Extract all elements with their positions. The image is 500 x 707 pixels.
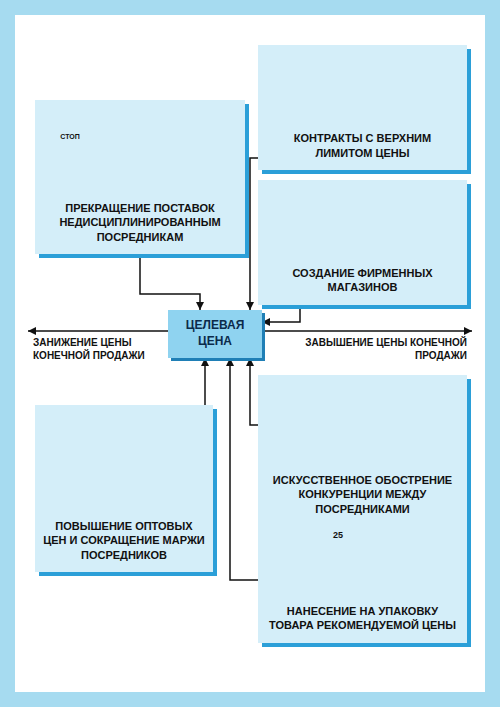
box-text: ПОВЫШЕНИЕ ОПТОВЫХ ЦЕН И СОКРАЩЕНИЕ МАРЖИ… (43, 519, 205, 562)
connector-arrow (250, 358, 258, 425)
measure-box: ПРЕКРАЩЕНИЕ ПОСТАВОК НЕДИСЦИПЛИНИРОВАННЫ… (35, 100, 245, 254)
connector-arrow (250, 158, 258, 310)
stop-sign-text: СТОП (52, 133, 88, 142)
box-text: ПРЕКРАЩЕНИЕ ПОСТАВОК НЕДИСЦИПЛИНИРОВАННЫ… (43, 201, 237, 244)
measure-box: НАНЕСЕНИЕ НА УПАКОВКУ ТОВАРА РЕКОМЕНДУЕМ… (258, 520, 467, 643)
box-text: НАНЕСЕНИЕ НА УПАКОВКУ ТОВАРА РЕКОМЕНДУЕМ… (266, 604, 459, 633)
axis-label: ЗАНИЖЕНИЕ ЦЕНЫ КОНЕЧНОЙ ПРОДАЖИ (33, 337, 161, 362)
box-text: ЦЕЛЕВАЯ ЦЕНА (174, 318, 256, 349)
box-text: ИСКУССТВЕННОЕ ОБОСТРЕНИЕ КОНКУРЕНЦИИ МЕЖ… (266, 473, 459, 516)
target-box: ЦЕЛЕВАЯ ЦЕНА (168, 310, 262, 358)
measure-box: СОЗДАНИЕ ФИРМЕННЫХ МАГАЗИНОВ (258, 180, 467, 305)
connector-arrow (230, 358, 258, 580)
axis-label: ЗАВЫШЕНИЕ ЦЕНЫ КОНЕЧНОЙ ПРОДАЖИ (305, 337, 467, 362)
measure-box: КОНТРАКТЫ С ВЕРХНИМ ЛИМИТОМ ЦЕНЫ (258, 45, 467, 170)
connector-arrow (262, 305, 300, 322)
connector-arrow (204, 358, 206, 405)
box-text: КОНТРАКТЫ С ВЕРХНИМ ЛИМИТОМ ЦЕНЫ (266, 131, 459, 160)
connector-arrow (140, 254, 200, 310)
price-tag-number: 25 (326, 530, 350, 541)
measure-box: ПОВЫШЕНИЕ ОПТОВЫХ ЦЕН И СОКРАЩЕНИЕ МАРЖИ… (35, 405, 213, 572)
measure-box: ИСКУССТВЕННОЕ ОБОСТРЕНИЕ КОНКУРЕНЦИИ МЕЖ… (258, 375, 467, 526)
box-text: СОЗДАНИЕ ФИРМЕННЫХ МАГАЗИНОВ (266, 266, 459, 295)
